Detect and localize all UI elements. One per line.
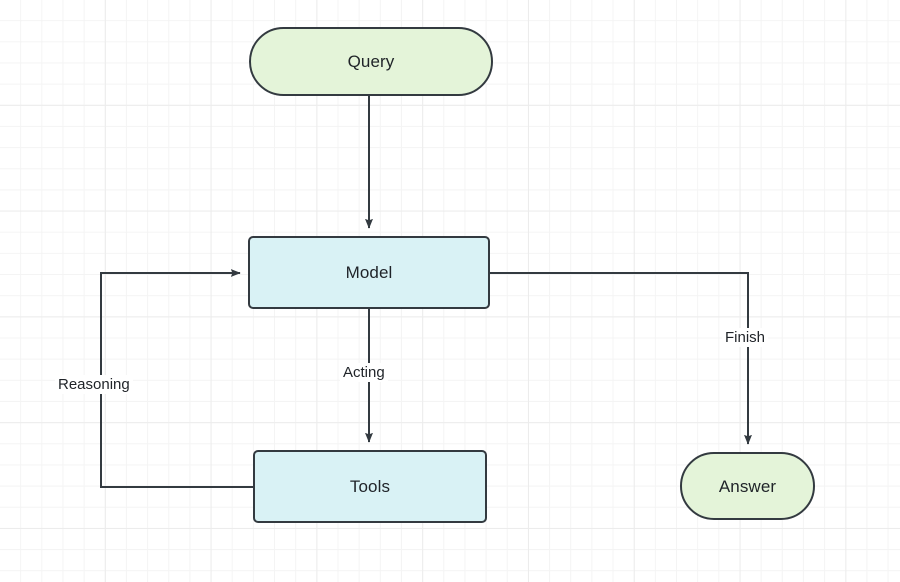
edge-label-reasoning: Reasoning [55, 375, 133, 394]
node-query-label: Query [347, 52, 395, 71]
node-answer[interactable]: Answer [680, 452, 815, 520]
node-model-label: Model [345, 263, 393, 282]
node-tools-label: Tools [349, 477, 391, 496]
edge-label-finish: Finish [722, 328, 769, 347]
edge-model-to-answer [490, 272, 752, 445]
node-model[interactable]: Model [248, 236, 490, 309]
node-tools[interactable]: Tools [253, 450, 487, 523]
node-answer-label: Answer [718, 476, 777, 496]
node-query[interactable]: Query [249, 27, 493, 96]
edge-label-acting: Acting [340, 363, 388, 382]
